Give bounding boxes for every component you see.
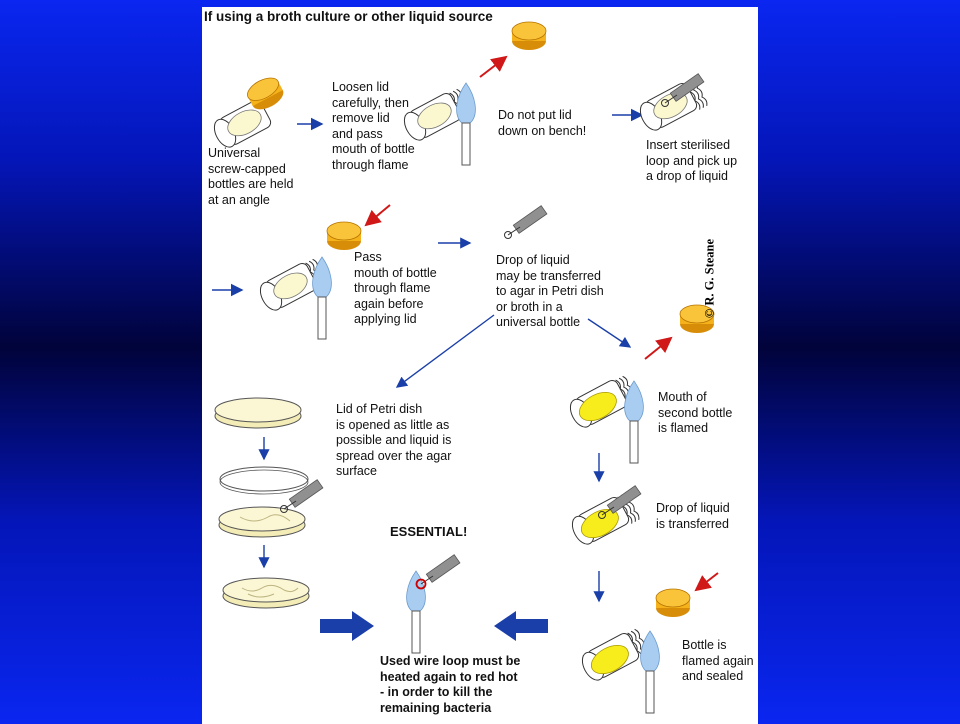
label-insert-loop: Insert sterilised loop and pick up a dro… <box>646 138 738 183</box>
diagram-panel: If using a broth culture or other liquid… <box>202 7 758 724</box>
flame-burner-4 <box>640 630 660 714</box>
cap-reapply <box>326 221 362 251</box>
label-flamed-and-sealed: Bottle is flamed again and sealed <box>682 638 754 683</box>
cap-reseal <box>655 588 691 618</box>
label-loosen-lid: Loosen lid carefully, then remove lid an… <box>332 80 415 172</box>
petri-dish-closed <box>214 397 302 429</box>
label-pass-mouth: Pass mouth of bottle through flame again… <box>354 250 437 326</box>
bottle-reflamed <box>255 257 329 315</box>
diagram-title: If using a broth culture or other liquid… <box>204 9 493 24</box>
arrow-red-cap-on <box>364 204 391 227</box>
second-bottle-drop <box>567 491 641 549</box>
flame-burner-1 <box>456 82 476 166</box>
diagram-artwork <box>209 21 719 714</box>
label-mouth-second-bottle: Mouth of second bottle is flamed <box>658 390 733 435</box>
second-bottle-sealed <box>577 627 651 685</box>
arrow-to-petri <box>395 314 495 388</box>
arrow-to-second-bottle <box>587 318 632 348</box>
bottle-held-angle <box>209 97 274 152</box>
arrow-red-second-cap <box>644 336 673 360</box>
petri-lid-lifted <box>219 466 309 495</box>
arrow-red-reseal <box>694 572 719 592</box>
cap-removed-1 <box>511 21 547 51</box>
big-arrow-right <box>494 611 548 641</box>
label-held-at-angle: Universal screw-capped bottles are held … <box>208 146 294 207</box>
flame-burner-2 <box>312 256 332 340</box>
loop-heated <box>415 554 461 590</box>
second-bottle-flamed <box>565 374 639 432</box>
bottle-flamed <box>399 87 473 145</box>
arrow-red-cap-off <box>479 55 508 78</box>
big-arrow-left <box>320 611 374 641</box>
label-petri-lid: Lid of Petri dish is opened as little as… <box>336 402 452 478</box>
label-essential: ESSENTIAL! <box>390 524 468 539</box>
flame-burner-3 <box>624 380 644 464</box>
loop-with-drop <box>504 205 548 239</box>
petri-dish-open <box>218 506 306 538</box>
label-do-not-put-lid: Do not put lid down on bench! <box>498 108 587 138</box>
label-used-loop: Used wire loop must be heated again to r… <box>380 654 521 715</box>
petri-dish-spread <box>222 577 310 609</box>
label-drop-is-transferred: Drop of liquid is transferred <box>656 501 730 531</box>
copyright-notice: © R. G. Steane <box>702 238 717 319</box>
label-drop-options: Drop of liquid may be transferred to aga… <box>496 253 604 329</box>
